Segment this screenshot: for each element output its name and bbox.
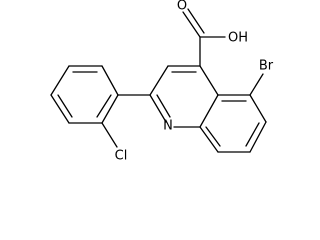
bond-c-o-double-2 — [187, 8, 205, 34]
bond-c-o-double-1 — [182, 11, 201, 38]
bond-ar4-ar5 — [50, 94, 70, 124]
bond-c5-c6 — [249, 94, 267, 123]
bond-c8-c8a — [199, 126, 219, 153]
carbonyl-oxygen-label: O — [177, 0, 187, 14]
hydroxyl-label: OH — [228, 31, 248, 46]
bond-c2-n-inner — [156, 94, 171, 118]
bond-c8-c8a-inner — [205, 126, 221, 147]
bond-c5-br — [249, 73, 264, 96]
bond-c2-n — [149, 94, 167, 123]
bond-c3-c2 — [149, 65, 169, 96]
chlorine-label: Cl — [115, 149, 128, 164]
nitrogen-label: N — [163, 119, 173, 134]
bond-ar1-ar2 — [101, 65, 119, 96]
bond-c6-c7 — [249, 121, 267, 153]
bond-ar6-cl — [101, 122, 118, 148]
bond-ar6-ar1-inner — [96, 94, 112, 118]
bromine-label: Br — [259, 59, 274, 74]
structure-diagram: O OH Br N Cl — [50, 0, 274, 164]
bond-ar3-ar4 — [50, 65, 70, 96]
bond-ar6-ar1 — [101, 94, 119, 124]
bond-c4a-c4 — [199, 65, 219, 96]
bond-c6-c7-inner — [245, 122, 260, 147]
bond-ar4-ar5-inner — [57, 94, 73, 118]
bond-c8a-c4a — [199, 94, 219, 128]
